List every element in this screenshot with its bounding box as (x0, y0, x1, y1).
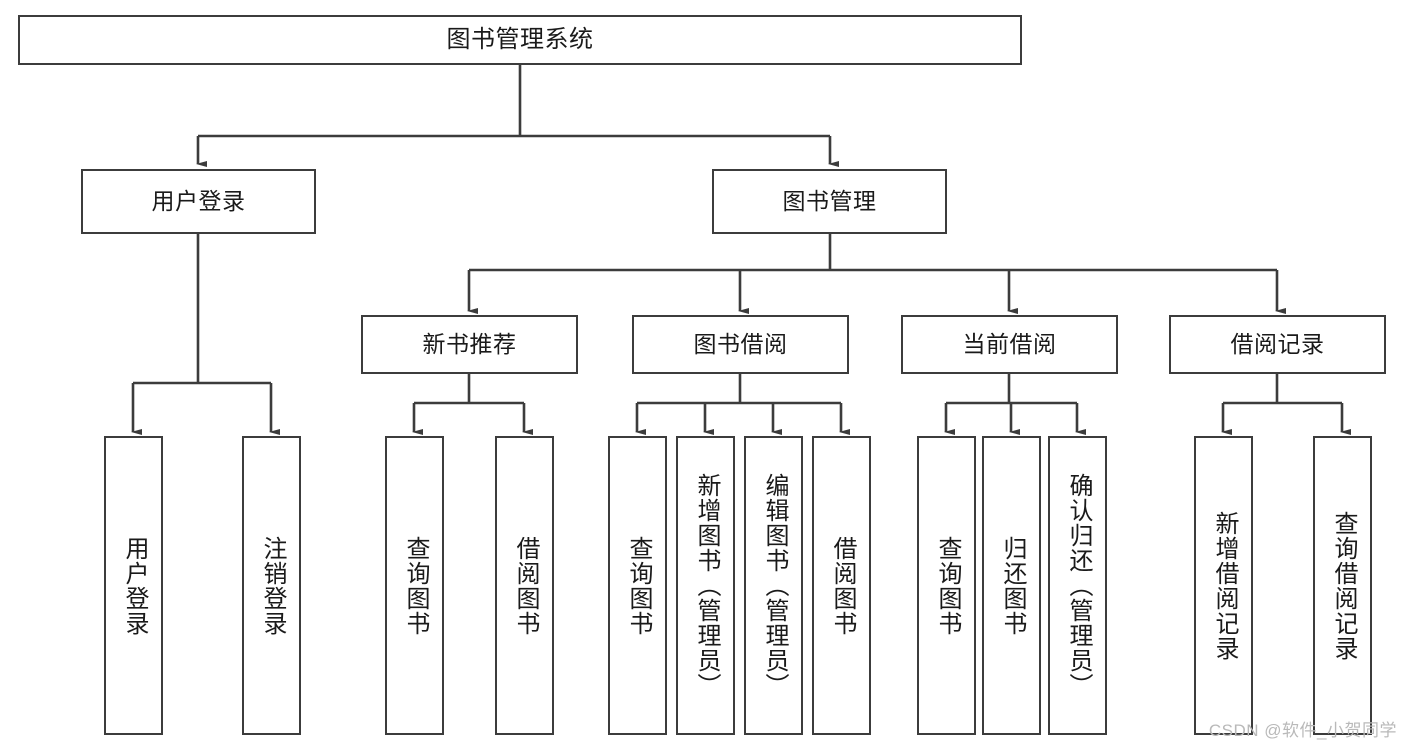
leaf-borrow-book-recommend[interactable]: 借阅图书 (495, 436, 554, 735)
node-label: 用户登录 (120, 535, 148, 636)
node-label: 图书管理 (782, 188, 877, 215)
leaf-query-borrow-record[interactable]: 查询借阅记录 (1313, 436, 1372, 735)
node-label: 新书推荐 (422, 331, 517, 358)
node-current-borrow[interactable]: 当前借阅 (901, 315, 1118, 374)
node-label: 新增图书（管理员） (692, 473, 720, 698)
node-label: 编辑图书（管理员） (760, 473, 788, 698)
node-borrow-record[interactable]: 借阅记录 (1169, 315, 1386, 374)
node-label: 当前借阅 (962, 331, 1057, 358)
leaf-user-login[interactable]: 用户登录 (104, 436, 163, 735)
leaf-query-book-recommend[interactable]: 查询图书 (385, 436, 444, 735)
leaf-query-book-current[interactable]: 查询图书 (917, 436, 976, 735)
leaf-query-book-borrow[interactable]: 查询图书 (608, 436, 667, 735)
node-label: 归还图书 (998, 535, 1026, 636)
leaf-confirm-return-admin[interactable]: 确认归还（管理员） (1048, 436, 1107, 735)
node-label: 借阅图书 (828, 535, 856, 636)
node-label: 借阅图书 (511, 535, 539, 636)
node-label: 图书借阅 (693, 331, 788, 358)
node-label: 查询图书 (933, 535, 961, 636)
node-label: 查询图书 (401, 535, 429, 636)
node-book-management-system[interactable]: 图书管理系统 (18, 15, 1022, 65)
node-label: 查询借阅记录 (1329, 510, 1357, 661)
leaf-borrow-book[interactable]: 借阅图书 (812, 436, 871, 735)
node-label: 借阅记录 (1230, 331, 1325, 358)
leaf-logout-login[interactable]: 注销登录 (242, 436, 301, 735)
node-label: 注销登录 (258, 535, 286, 636)
leaf-add-borrow-record[interactable]: 新增借阅记录 (1194, 436, 1253, 735)
watermark-text: CSDN @软件_小贺同学 (1208, 721, 1397, 740)
node-new-book-recommend[interactable]: 新书推荐 (361, 315, 578, 374)
node-book-borrow[interactable]: 图书借阅 (632, 315, 849, 374)
node-label: 确认归还（管理员） (1064, 473, 1092, 698)
node-label: 新增借阅记录 (1210, 510, 1238, 661)
leaf-return-book[interactable]: 归还图书 (982, 436, 1041, 735)
leaf-add-book-admin[interactable]: 新增图书（管理员） (676, 436, 735, 735)
node-label: 用户登录 (151, 188, 246, 215)
node-label: 查询图书 (624, 535, 652, 636)
node-book-management[interactable]: 图书管理 (712, 169, 947, 234)
node-label: 图书管理系统 (446, 26, 594, 54)
node-user-login[interactable]: 用户登录 (81, 169, 316, 234)
leaf-edit-book-admin[interactable]: 编辑图书（管理员） (744, 436, 803, 735)
